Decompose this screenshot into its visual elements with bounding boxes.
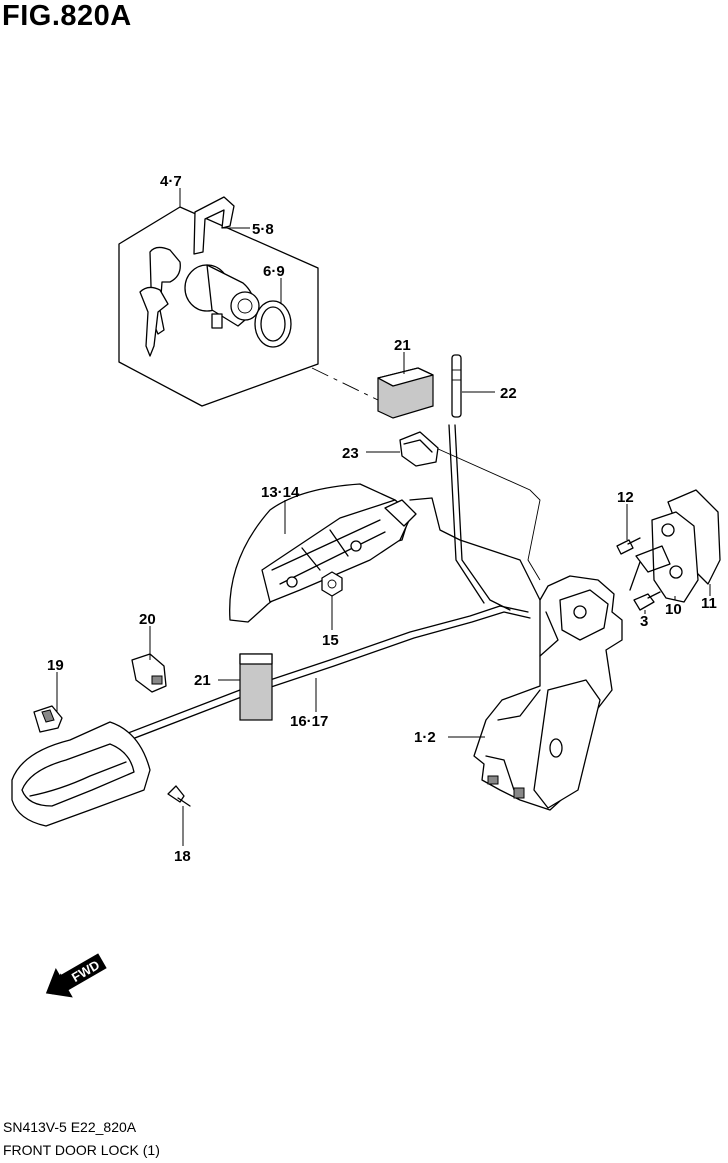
striker-assembly [616,489,721,611]
nut-15 [321,571,343,597]
inside-handle [11,721,151,827]
figure-title: FIG.820A [2,0,132,32]
figure-code: SN413V-5 E22_820A [3,1119,137,1135]
callout-19: 19 [47,657,64,674]
callout-23: 23 [342,445,359,462]
callout-11: 11 [701,595,717,612]
pad-21-top [377,367,434,419]
callout-1-2: 1·2 [414,729,436,746]
callout-16-17: 16·17 [290,713,328,730]
outside-handle [229,483,417,623]
callout-12: 12 [617,489,634,506]
callout-21-bottom: 21 [194,672,211,689]
fwd-arrow-icon: FWD [45,953,107,998]
callout-3: 3 [640,613,648,630]
callout-5-8: 5·8 [252,221,274,238]
pad-21-bottom [239,653,273,721]
callout-13-14: 13·14 [261,484,300,501]
callout-4-7: 4·7 [160,173,182,190]
callout-10: 10 [665,601,682,618]
key-cylinder-set [118,196,319,407]
key-set-box [118,206,319,407]
bracket-20 [131,653,167,693]
screw-18 [167,785,191,807]
door-lock-assembly [473,575,623,811]
callout-21-top: 21 [394,337,411,354]
callout-6-9: 6·9 [263,263,285,280]
rod-22 [451,354,462,418]
callout-20: 20 [139,611,156,628]
figure-name: FRONT DOOR LOCK (1) [3,1142,160,1158]
callout-22: 22 [500,385,517,402]
callout-15: 15 [322,632,339,649]
clip-19 [33,705,63,733]
clip-23 [399,431,439,467]
callout-18: 18 [174,848,191,865]
